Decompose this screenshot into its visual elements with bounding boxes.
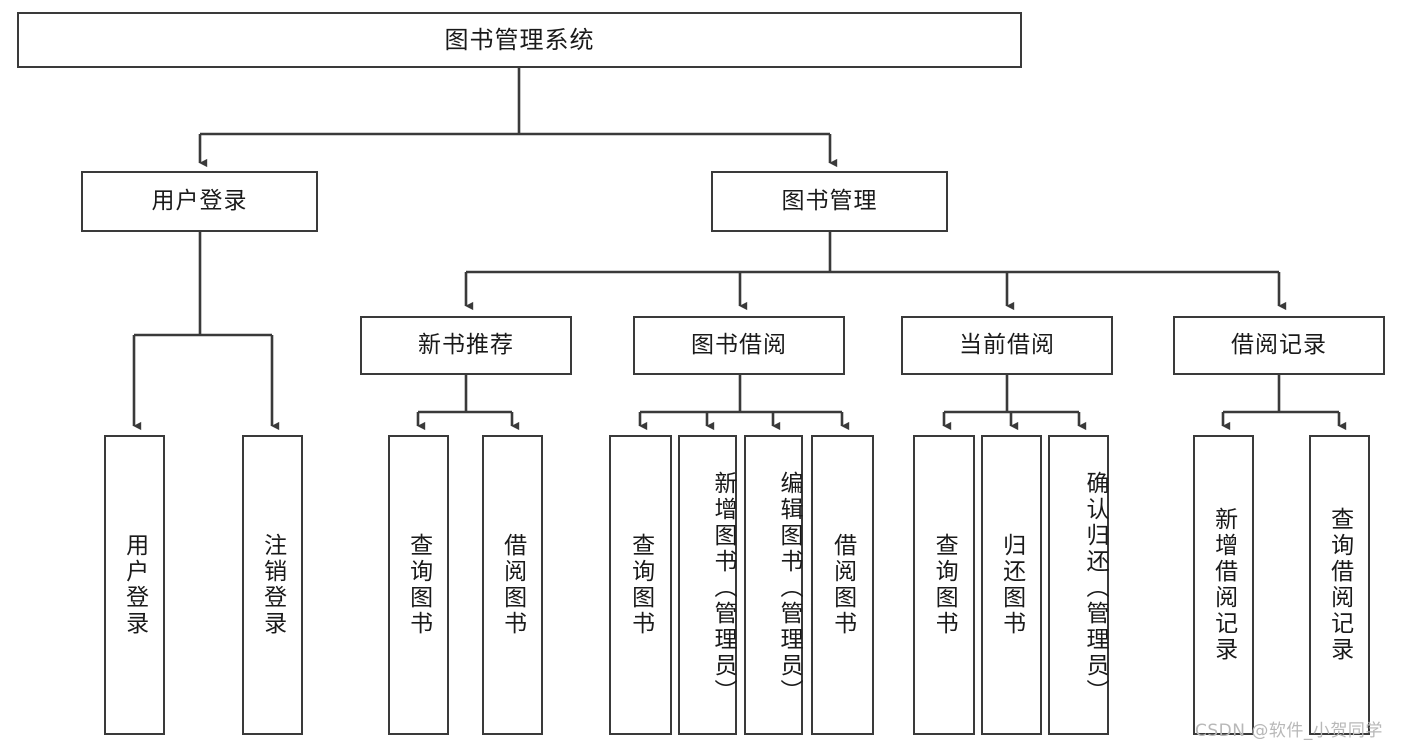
node-label: 查询图书 <box>627 533 654 637</box>
leaf-recommend-query-book[interactable]: 查询图书 <box>388 435 449 735</box>
node-label: 查询图书 <box>405 533 432 637</box>
node-new-book-recommend[interactable]: 新书推荐 <box>360 316 572 375</box>
node-book-management[interactable]: 图书管理 <box>711 171 948 232</box>
node-label: 查询借阅记录 <box>1326 507 1353 663</box>
node-label: 当前借阅 <box>959 331 1055 358</box>
node-root-system[interactable]: 图书管理系统 <box>17 12 1022 68</box>
leaf-recommend-borrow-book[interactable]: 借阅图书 <box>482 435 543 735</box>
node-label: 借阅图书 <box>499 533 526 637</box>
leaf-borrow-borrow-book[interactable]: 借阅图书 <box>811 435 874 735</box>
node-label: 用户登录 <box>121 533 148 637</box>
node-label: 新书推荐 <box>418 331 514 358</box>
leaf-borrow-add-book-admin[interactable]: 新增图书（管理员） <box>678 435 737 735</box>
leaf-current-query-book[interactable]: 查询图书 <box>913 435 975 735</box>
leaf-current-return-book[interactable]: 归还图书 <box>981 435 1042 735</box>
leaf-current-confirm-return-admin[interactable]: 确认归还（管理员） <box>1048 435 1109 735</box>
leaf-user-login-login[interactable]: 用户登录 <box>104 435 165 735</box>
node-current-borrow[interactable]: 当前借阅 <box>901 316 1113 375</box>
node-book-borrow[interactable]: 图书借阅 <box>633 316 845 375</box>
node-label: 借阅记录 <box>1231 331 1327 358</box>
node-label: 新增图书（管理员） <box>710 471 736 705</box>
node-label: 图书管理系统 <box>444 25 595 54</box>
node-label: 用户登录 <box>151 187 248 214</box>
node-label: 图书借阅 <box>691 331 787 358</box>
leaf-borrow-edit-book-admin[interactable]: 编辑图书（管理员） <box>744 435 803 735</box>
csdn-watermark: CSDN @软件_小贺同学 <box>1195 721 1383 741</box>
node-label: 借阅图书 <box>829 533 856 637</box>
leaf-borrow-query-book[interactable]: 查询图书 <box>609 435 672 735</box>
leaf-record-query-record[interactable]: 查询借阅记录 <box>1309 435 1370 735</box>
node-label: 查询图书 <box>931 533 958 637</box>
leaf-user-login-logout[interactable]: 注销登录 <box>242 435 303 735</box>
node-label: 归还图书 <box>998 533 1025 637</box>
node-label: 确认归还（管理员） <box>1082 471 1108 705</box>
node-user-login[interactable]: 用户登录 <box>81 171 318 232</box>
node-label: 编辑图书（管理员） <box>776 471 802 705</box>
node-label: 图书管理 <box>781 187 878 214</box>
node-label: 注销登录 <box>259 533 286 637</box>
node-borrow-record[interactable]: 借阅记录 <box>1173 316 1385 375</box>
node-label: 新增借阅记录 <box>1210 507 1237 663</box>
leaf-record-add-record[interactable]: 新增借阅记录 <box>1193 435 1254 735</box>
